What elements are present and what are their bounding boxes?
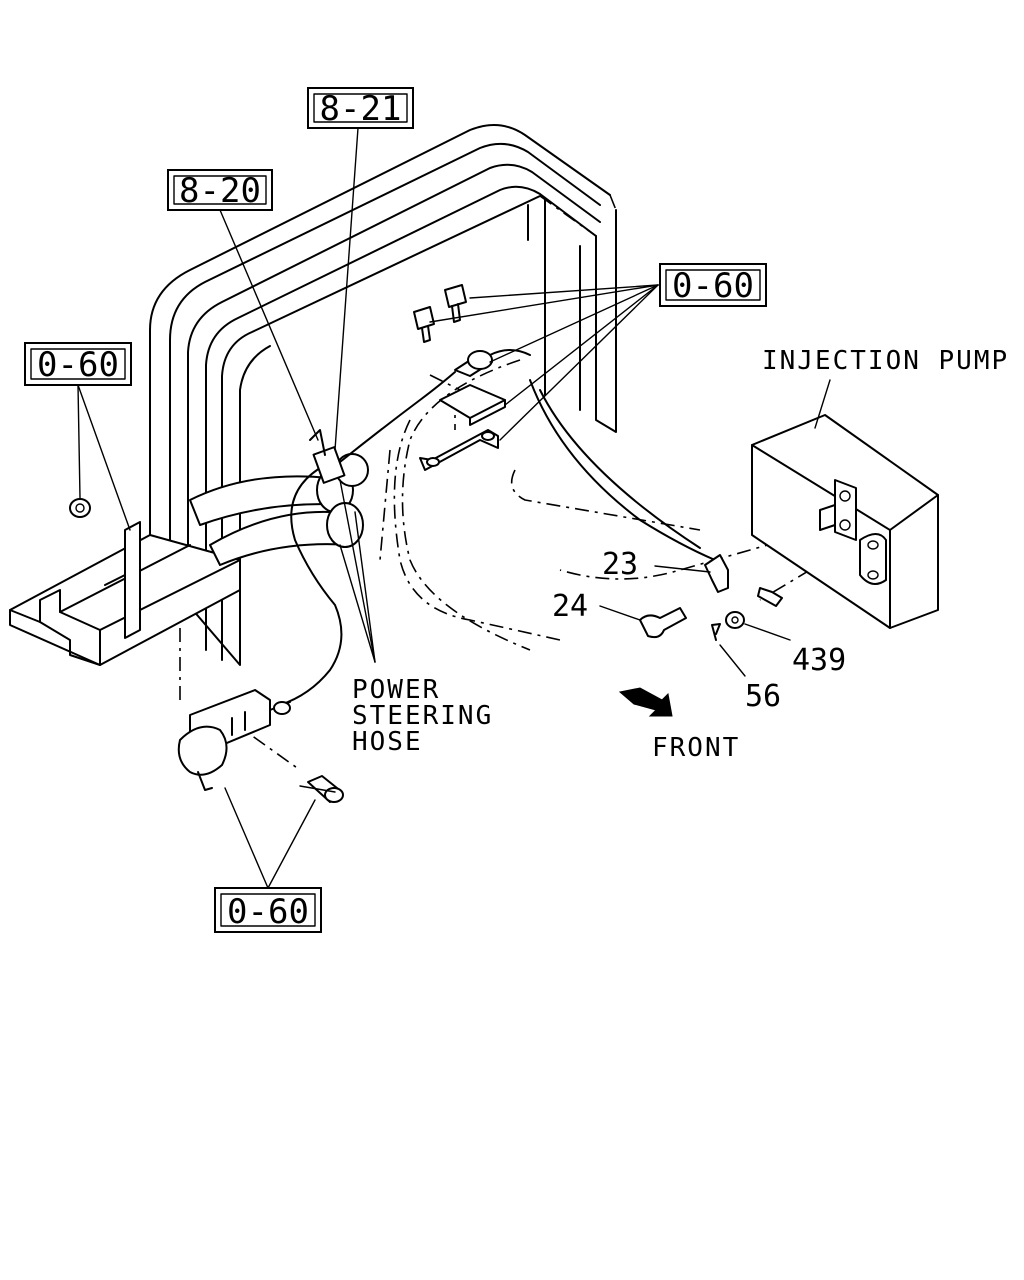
leader-lines — [77, 127, 831, 889]
front-label: FRONT — [652, 733, 740, 763]
power-steering-hose-label-line3: HOSE — [352, 727, 423, 757]
part-number-23: 23 — [602, 547, 638, 582]
part-number-56: 56 — [745, 679, 781, 714]
ref-box-8-20: 8-20 — [167, 169, 273, 211]
chassis-outline-dashed — [179, 194, 891, 771]
cross-member — [9, 521, 241, 666]
part-23-clip — [704, 554, 729, 593]
power-steering-hose — [279, 349, 716, 706]
part-number-439: 439 — [792, 643, 846, 678]
ref-label-8-21: 8-21 — [320, 89, 402, 129]
injection-pump-body — [751, 414, 939, 629]
valve-assembly — [177, 689, 291, 791]
hoses — [189, 453, 369, 566]
clamp-bracket — [413, 284, 506, 471]
nut-left — [69, 498, 91, 518]
ref-label-0-60-top: 0-60 — [672, 266, 754, 306]
ref-label-0-60-left: 0-60 — [37, 345, 119, 385]
bolt-upper-2 — [413, 306, 435, 343]
front-arrow-icon — [618, 687, 673, 717]
power-steering-hose-label-line1: POWER — [352, 675, 440, 705]
part-number-24: 24 — [552, 589, 588, 624]
ref-label-0-60-bottom: 0-60 — [227, 892, 309, 932]
ref-box-0-60-bottom: 0-60 — [214, 887, 322, 933]
ref-label-8-20: 8-20 — [179, 171, 261, 211]
injection-pump-label: INJECTION PUMP — [762, 346, 1009, 376]
ref-box-0-60-left: 0-60 — [24, 342, 132, 386]
bolt-upper-1 — [444, 284, 467, 323]
ref-box-8-21: 8-21 — [307, 87, 414, 129]
bolt-lower — [307, 775, 344, 803]
part-24-bolt — [639, 607, 687, 639]
ref-box-0-60-top: 0-60 — [659, 263, 767, 307]
power-steering-hose-label-line2: STEERING — [352, 701, 493, 731]
pin-cable-end — [757, 587, 783, 607]
part-56-pin — [711, 623, 721, 641]
part-439-washer — [725, 611, 745, 629]
